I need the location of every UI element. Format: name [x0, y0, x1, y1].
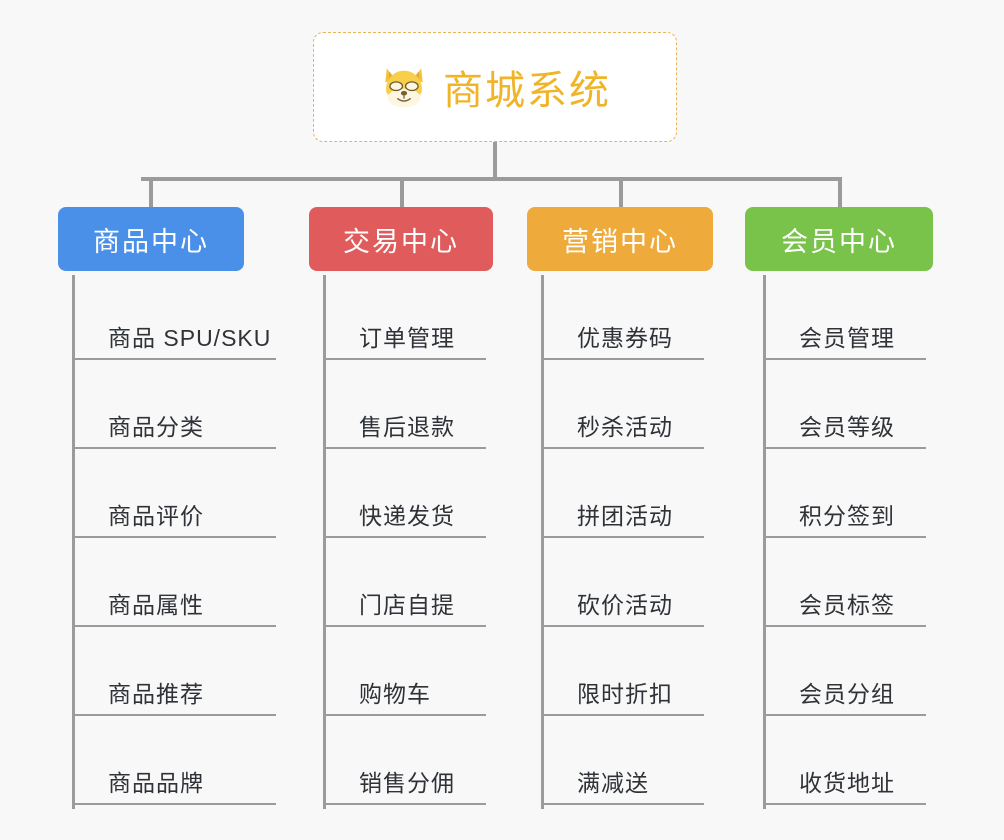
category-label: 交易中心 — [343, 226, 459, 257]
leaf-item[interactable]: 商品推荐 — [72, 627, 276, 716]
leaf-item[interactable]: 限时折扣 — [541, 627, 704, 716]
leaf-item-label: 会员分组 — [799, 681, 895, 707]
leaf-item[interactable]: 快递发货 — [323, 449, 486, 538]
leaf-item[interactable]: 商品属性 — [72, 538, 276, 627]
leaf-item-label: 积分签到 — [799, 503, 895, 529]
connector-drop-2 — [400, 177, 404, 209]
connector-drop-3 — [619, 177, 623, 209]
leaf-item[interactable]: 优惠券码 — [541, 271, 704, 360]
leaf-item-label: 会员标签 — [799, 592, 895, 618]
connector-root-vertical — [493, 142, 497, 180]
leaf-item-label: 商品属性 — [108, 592, 204, 618]
branch-2: 订单管理售后退款快递发货门店自提购物车销售分佣 — [323, 271, 486, 809]
leaf-item-label: 拼团活动 — [577, 503, 673, 529]
leaf-item[interactable]: 销售分佣 — [323, 716, 486, 805]
leaf-item[interactable]: 砍价活动 — [541, 538, 704, 627]
category-box-2[interactable]: 交易中心 — [309, 207, 493, 271]
leaf-item[interactable]: 门店自提 — [323, 538, 486, 627]
connector-drop-4 — [838, 177, 842, 209]
dog-face-icon — [379, 62, 429, 112]
branch-4: 会员管理会员等级积分签到会员标签会员分组收货地址 — [763, 271, 926, 809]
branch-1: 商品 SPU/SKU 商品分类商品评价商品属性商品推荐商品品牌 — [72, 271, 276, 809]
leaf-item[interactable]: 商品品牌 — [72, 716, 276, 805]
leaf-item-label: 订单管理 — [359, 325, 455, 351]
leaf-item[interactable]: 会员等级 — [763, 360, 926, 449]
leaf-item-label: 会员管理 — [799, 325, 895, 351]
leaf-item[interactable]: 商品评价 — [72, 449, 276, 538]
branch-stem — [323, 275, 326, 809]
leaf-item-label: 销售分佣 — [359, 770, 455, 796]
connector-horizontal-bar — [141, 177, 841, 181]
leaf-item-label: 砍价活动 — [577, 592, 673, 618]
leaf-item[interactable]: 积分签到 — [763, 449, 926, 538]
connector-drop-1 — [149, 177, 153, 209]
leaf-item[interactable]: 会员标签 — [763, 538, 926, 627]
leaf-item[interactable]: 满减送 — [541, 716, 704, 805]
leaf-item[interactable]: 售后退款 — [323, 360, 486, 449]
leaf-item-label: 满减送 — [577, 770, 649, 796]
category-box-1[interactable]: 商品中心 — [58, 207, 244, 271]
category-box-4[interactable]: 会员中心 — [745, 207, 933, 271]
leaf-item-label: 商品评价 — [108, 503, 204, 529]
leaf-item-label: 商品 SPU/SKU — [108, 325, 272, 351]
root-node[interactable]: 商城系统 — [313, 32, 677, 142]
leaf-item[interactable]: 商品 SPU/SKU — [72, 271, 276, 360]
leaf-item-label: 售后退款 — [359, 414, 455, 440]
leaf-item-label: 商品分类 — [108, 414, 204, 440]
leaf-item[interactable]: 秒杀活动 — [541, 360, 704, 449]
leaf-item-label: 收货地址 — [799, 770, 895, 796]
leaf-item-label: 优惠券码 — [577, 325, 673, 351]
leaf-item[interactable]: 订单管理 — [323, 271, 486, 360]
branch-stem — [72, 275, 75, 809]
leaf-item[interactable]: 会员管理 — [763, 271, 926, 360]
leaf-item-label: 限时折扣 — [577, 681, 673, 707]
leaf-item-label: 秒杀活动 — [577, 414, 673, 440]
leaf-item-label: 商品推荐 — [108, 681, 204, 707]
leaf-item[interactable]: 购物车 — [323, 627, 486, 716]
category-label: 营销中心 — [562, 226, 678, 257]
leaf-item[interactable]: 会员分组 — [763, 627, 926, 716]
root-title: 商城系统 — [443, 69, 611, 113]
leaf-item[interactable]: 收货地址 — [763, 716, 926, 805]
leaf-item-label: 快递发货 — [359, 503, 455, 529]
leaf-item-label: 购物车 — [359, 681, 431, 707]
leaf-item-label: 门店自提 — [359, 592, 455, 618]
leaf-item-label: 商品品牌 — [108, 770, 204, 796]
leaf-item[interactable]: 拼团活动 — [541, 449, 704, 538]
branch-stem — [541, 275, 544, 809]
category-label: 商品中心 — [93, 226, 209, 257]
category-box-3[interactable]: 营销中心 — [527, 207, 713, 271]
branch-stem — [763, 275, 766, 809]
leaf-item[interactable]: 商品分类 — [72, 360, 276, 449]
category-label: 会员中心 — [781, 226, 897, 257]
branch-3: 优惠券码秒杀活动拼团活动砍价活动限时折扣满减送 — [541, 271, 704, 809]
leaf-item-label: 会员等级 — [799, 414, 895, 440]
